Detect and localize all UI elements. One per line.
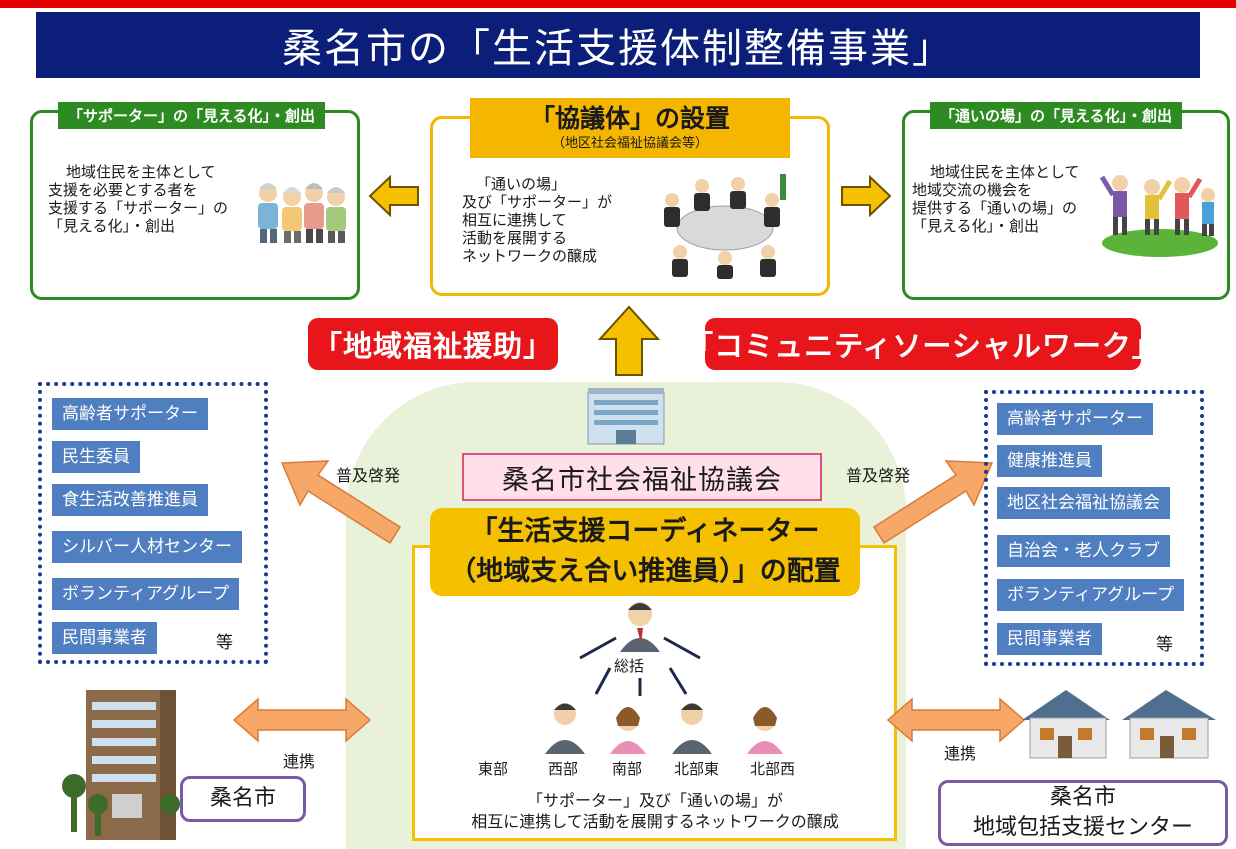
page-title: 桑名市の「生活支援体制整備事業」 bbox=[36, 12, 1200, 78]
community-support-center-box: 桑名市 地域包括支援センター bbox=[938, 780, 1228, 846]
leader-person-icon bbox=[620, 602, 660, 652]
text-line: 支援する「サポーター」の bbox=[48, 199, 229, 217]
list-etc-label: 等 bbox=[1156, 635, 1173, 655]
list-item: シルバー人材センター bbox=[52, 531, 242, 563]
network-description-line2: 相互に連携して活動を展開するネットワークの醸成 bbox=[471, 812, 839, 831]
text-line: 活動を展開する bbox=[462, 229, 568, 247]
list-item: 健康推進員 bbox=[997, 445, 1102, 477]
exercising-person-icon bbox=[1174, 177, 1203, 235]
coordinator-title-line2: （地域支え合い推進員）」の配置 bbox=[449, 556, 841, 587]
list-item: ボランティアグループ bbox=[52, 578, 240, 610]
male-staff-icon bbox=[545, 703, 585, 754]
coordinator-title-tab: 「生活支援コーディネーター （地域支え合い推進員）」の配置 bbox=[430, 508, 860, 596]
exercising-person-icon bbox=[1201, 188, 1215, 236]
supporter-panel-tab: 「サポーター」の「見える化」・創出 bbox=[58, 102, 326, 129]
gathering-place-panel-text: 地域住民を主体として 地域交流の機会を 提供する「通いの場」の 「見える化」・創… bbox=[912, 163, 1080, 235]
member-label-west: 西部 bbox=[548, 760, 579, 778]
council-panel-tab: 「協議体」の設置 （地区社会福祉協議会等） bbox=[470, 98, 790, 158]
list-item: 高齢者サポーター bbox=[52, 398, 208, 430]
member-label-south: 南部 bbox=[612, 760, 643, 778]
house-icon bbox=[1122, 690, 1216, 759]
council-title: 「協議体」の設置 bbox=[529, 104, 730, 133]
text-line: 地域住民を主体として bbox=[930, 163, 1080, 181]
exercising-person-icon bbox=[1099, 175, 1128, 235]
top-accent-line bbox=[0, 0, 1236, 8]
list-item: ボランティアグループ bbox=[997, 579, 1185, 611]
arrow-up-icon bbox=[598, 305, 660, 376]
house-icon bbox=[1022, 690, 1110, 759]
right-stakeholder-list bbox=[984, 390, 1204, 666]
text-line: 地域住民を主体として bbox=[66, 163, 216, 181]
spread-arrow-left-icon bbox=[280, 460, 402, 545]
link-label-left: 連携 bbox=[283, 752, 316, 771]
elderly-group-illustration bbox=[258, 183, 346, 243]
link-arrow-right-icon bbox=[886, 697, 1026, 743]
text-line: 提供する「通いの場」の bbox=[912, 199, 1078, 217]
office-building-icon bbox=[587, 388, 665, 445]
female-staff-icon bbox=[747, 707, 783, 754]
arrow-left-icon bbox=[368, 175, 419, 217]
list-etc-label: 等 bbox=[216, 633, 233, 653]
spread-arrow-right-icon bbox=[872, 460, 994, 545]
coordinator-title-line1: 「生活支援コーディネーター bbox=[470, 516, 820, 547]
female-staff-icon bbox=[610, 707, 646, 754]
list-item: 民生委員 bbox=[52, 441, 140, 473]
link-arrow-left-icon bbox=[232, 697, 372, 743]
link-label-right: 連携 bbox=[944, 744, 977, 763]
left-stakeholder-list bbox=[38, 382, 268, 664]
text-line: 支援を必要とする者を bbox=[48, 181, 198, 199]
member-label-north-east: 北部東 bbox=[674, 760, 720, 778]
text-line: 地域交流の機会を bbox=[912, 181, 1033, 199]
list-item: 自治会・老人クラブ bbox=[997, 535, 1170, 567]
coordinator-tree-diagram bbox=[545, 602, 783, 754]
text-line: 「見える化」・創出 bbox=[48, 217, 176, 235]
text-line: ネットワークの醸成 bbox=[462, 247, 598, 265]
text-line: 「見える化」・創出 bbox=[912, 217, 1040, 235]
text-line: 「通いの場」 bbox=[476, 175, 567, 193]
houses-icon bbox=[1022, 690, 1216, 759]
supporter-panel-text: 地域住民を主体として 支援を必要とする者を 支援する「サポーター」の 「見える化… bbox=[48, 163, 228, 235]
center-box-line1: 桑名市 bbox=[1049, 785, 1116, 810]
network-description-line1: 「サポーター」及び「通いの場」が bbox=[526, 791, 783, 810]
exercising-person-icon bbox=[1144, 179, 1173, 235]
spread-label-left: 普及啓発 bbox=[336, 466, 401, 485]
leader-label: 総括 bbox=[614, 657, 645, 675]
elderly-person-icon bbox=[304, 183, 324, 243]
member-label-east: 東部 bbox=[478, 760, 509, 778]
city-box: 桑名市 bbox=[180, 776, 306, 822]
list-item: 地区社会福祉協議会 bbox=[997, 487, 1170, 519]
council-name-box: 桑名市社会福祉協議会 bbox=[462, 453, 822, 501]
council-subtitle: （地区社会福祉協議会等） bbox=[551, 136, 708, 151]
list-item: 高齢者サポーター bbox=[997, 403, 1153, 435]
arrow-right-icon bbox=[841, 175, 892, 217]
exercise-group-illustration bbox=[1099, 175, 1218, 257]
community-social-work-badge: 「コミュニティソーシャルワーク」 bbox=[684, 318, 1161, 370]
elderly-person-icon bbox=[282, 187, 302, 243]
gathering-place-panel-tab: 「通いの場」の「見える化」・創出 bbox=[930, 102, 1183, 129]
council-panel-text: 「通いの場」 及び「サポーター」が 相互に連携して 活動を展開する ネットワーク… bbox=[462, 175, 612, 265]
network-description: 「サポーター」及び「通いの場」が 相互に連携して活動を展開するネットワークの醸成 bbox=[420, 790, 890, 832]
list-item: 食生活改善推進員 bbox=[52, 484, 208, 516]
text-line: 相互に連携して bbox=[462, 211, 567, 229]
elderly-person-icon bbox=[258, 183, 278, 243]
community-welfare-badge: 「地域福祉援助」 bbox=[308, 318, 558, 370]
center-box-line2: 地域包括支援センター bbox=[972, 815, 1193, 840]
list-item: 民間事業者 bbox=[52, 622, 157, 654]
elderly-person-icon bbox=[326, 187, 346, 243]
member-label-north-west: 北部西 bbox=[750, 760, 796, 778]
meeting-table-illustration bbox=[664, 174, 786, 279]
male-staff-icon bbox=[672, 703, 712, 754]
spread-label-right: 普及啓発 bbox=[846, 466, 911, 485]
list-item: 民間事業者 bbox=[997, 623, 1102, 655]
city-hall-building-icon bbox=[62, 690, 180, 840]
text-line: 及び「サポーター」が bbox=[462, 193, 613, 211]
